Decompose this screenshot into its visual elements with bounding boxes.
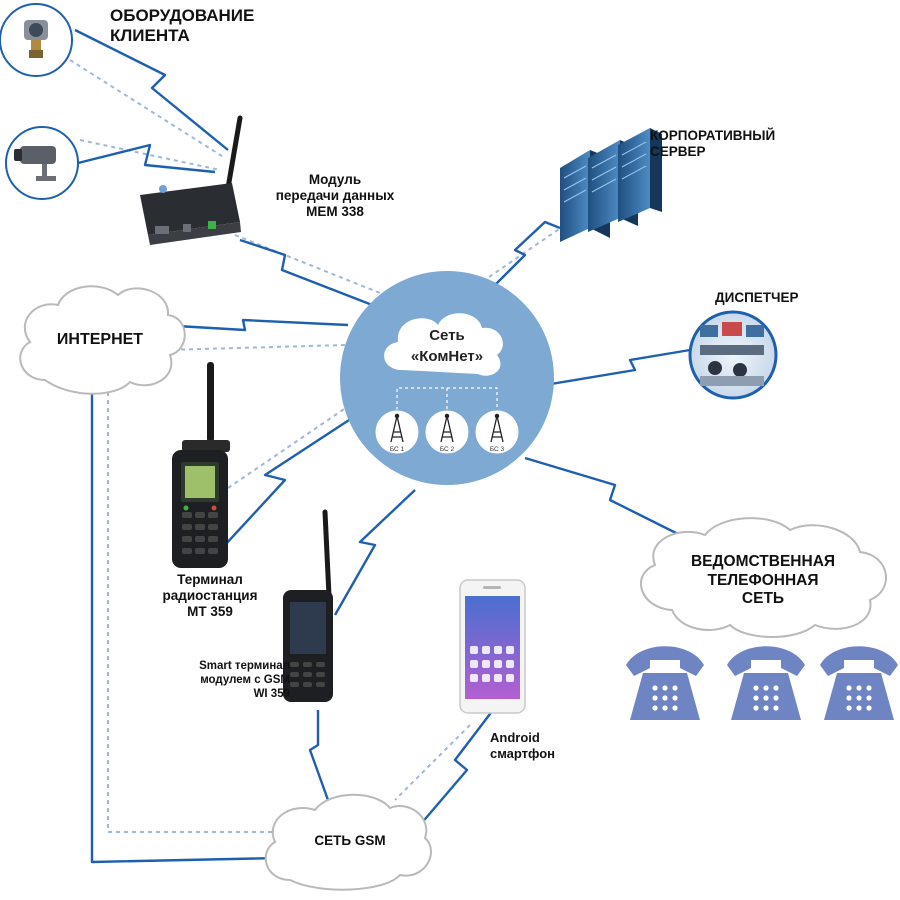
link-android-gsm: [419, 709, 494, 826]
link-camera-module: [77, 143, 216, 174]
link-smart-center: [333, 489, 416, 616]
server-rack-icon: [560, 128, 662, 242]
dashed-link-sensor: [69, 59, 226, 159]
link-internet-center: [159, 318, 349, 332]
dispatcher-photo: [700, 322, 764, 386]
radio-terminal-label: Терминал радиостанция МТ 359: [162, 572, 258, 620]
solid-links: [74, 28, 701, 864]
internet-cloud: [19, 285, 186, 395]
smartphone-device: [459, 579, 526, 714]
link-dispatcher-center: [544, 348, 691, 387]
client-equipment-label: ОБОРУДОВАНИЕ КЛИЕНТА: [110, 6, 255, 46]
antenna: [225, 115, 243, 191]
dashed-link-android-gsm: [394, 724, 471, 801]
link-internet-gsm: [90, 375, 279, 864]
link-sensor-module: [74, 28, 229, 151]
link-module-center: [239, 238, 381, 310]
internet-label: ИНТЕРНЕТ: [56, 331, 144, 348]
dispatcher-label: ДИСПЕТЧЕР: [715, 290, 799, 305]
antenna: [322, 509, 332, 599]
radio-terminal-device: [172, 362, 230, 568]
gsm-network-label: СЕТЬ GSM: [314, 833, 386, 848]
base-station-label: БС 1: [390, 446, 405, 453]
link-smart-gsm: [308, 710, 330, 801]
departmental-cloud: [639, 517, 887, 638]
link-departmental-center: [524, 456, 701, 547]
pressure-sensor-icon: [24, 20, 48, 58]
base-station-3: БС 3: [474, 409, 520, 455]
departmental-phone-label: ВЕДОМСТВЕННАЯ ТЕЛЕФОННАЯ СЕТЬ: [690, 553, 836, 608]
network-center-cloud: [384, 313, 503, 376]
dashed-link-internet-center: [164, 344, 346, 351]
smart-terminal-device: [283, 509, 333, 702]
dashed-link-radio-center: [227, 387, 376, 489]
link-server-center: [494, 220, 561, 286]
dispatcher-node: [688, 310, 778, 400]
network-center-node: Сеть «КомНет» БС 1 БС 2: [340, 271, 554, 485]
client-sensor-node: [0, 3, 73, 77]
radio-tower-icon: [440, 413, 454, 443]
dashed-link-module-center: [234, 234, 391, 298]
client-camera-node: [5, 126, 79, 200]
radio-tower-icon: [390, 413, 404, 443]
android-label: Android смартфон: [490, 730, 556, 761]
antenna: [207, 362, 214, 442]
dashed-links: [69, 59, 566, 833]
link-radio-center: [224, 403, 373, 546]
telephone-icon: [820, 646, 898, 720]
base-station-label: БС 3: [490, 446, 505, 453]
telephone-icon: [626, 646, 704, 720]
smart-terminal-label: Smart терминал модулем с GSM WI 359: [199, 660, 290, 700]
dashed-link-server-center: [469, 224, 566, 291]
base-station-1: БС 1: [374, 409, 420, 455]
corporate-server-label: КОРПОРАТИВНЫЙ СЕРВЕР: [650, 128, 776, 160]
network-center-name: «КомНет»: [411, 348, 483, 365]
base-station-2: БС 2: [424, 409, 470, 455]
data-module-device: [140, 115, 243, 245]
network-center-title: Сеть: [429, 327, 465, 344]
base-station-bus: [396, 387, 498, 410]
gsm-cloud: [264, 793, 432, 891]
radio-tower-icon: [490, 413, 504, 443]
base-station-label: БС 2: [440, 446, 455, 453]
camera-icon: [14, 146, 56, 181]
telephone-icon: [727, 646, 805, 720]
data-module-label: Модуль передачи данных МЕМ 338: [275, 172, 395, 220]
dashed-link-internet-gsm: [107, 368, 272, 833]
